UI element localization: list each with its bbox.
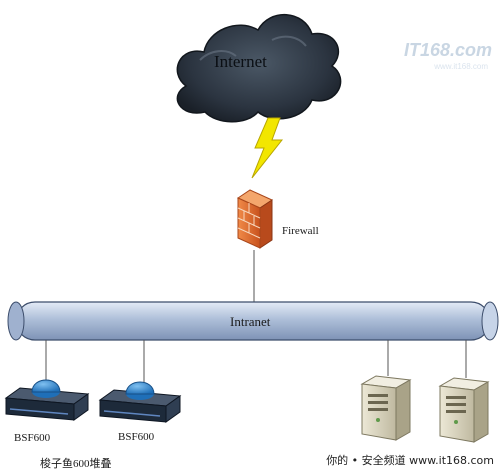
bsf600-appliance-icon [4,379,90,421]
device-label: BSF600 [118,431,155,443]
internet-label: Internet [214,52,267,71]
server-icon [360,375,412,441]
device-label: BSF600 [14,432,51,444]
lightning-link-icon [251,117,284,179]
stack-label: 梭子鱼600堆叠 [40,458,112,470]
intranet-label: Intranet [230,314,271,329]
firewall-label: Firewall [282,225,319,237]
watermark-logo: IT168.com [403,40,492,60]
firewall-icon [236,189,274,249]
watermark-url: www.it168.com [434,62,488,71]
server-icon [438,377,490,443]
bsf600-appliance-icon [98,381,182,423]
footer-caption: 你的 • 安全频道 www.it168.com [326,454,494,467]
drop-lines [45,340,467,382]
intranet-bus [7,301,499,341]
